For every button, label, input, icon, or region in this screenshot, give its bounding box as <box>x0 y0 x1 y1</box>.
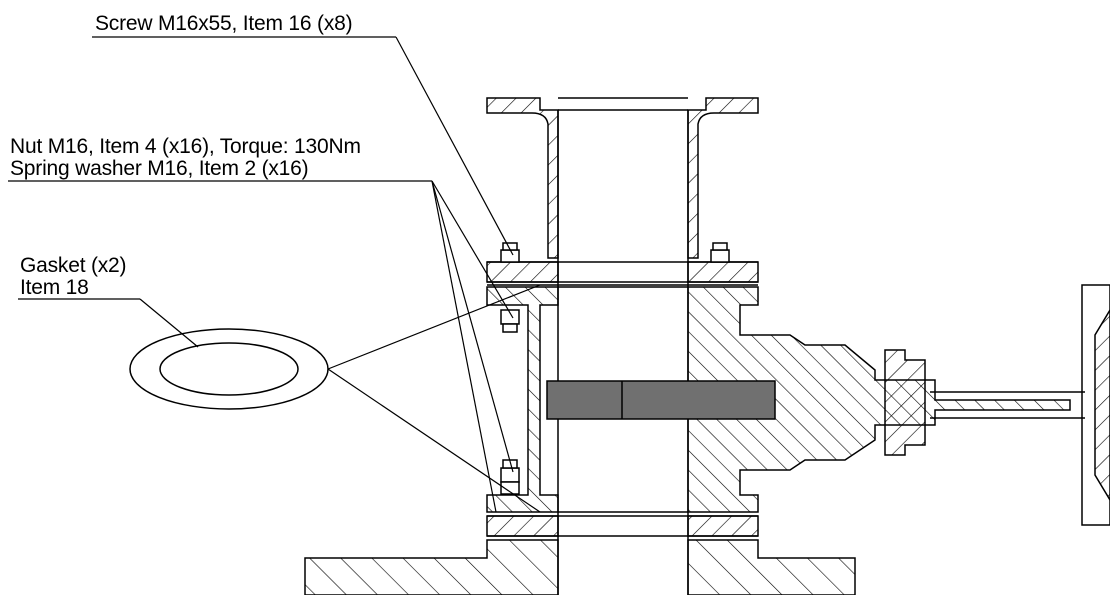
base-pipe <box>304 539 856 595</box>
spindle <box>884 349 1085 456</box>
gasket-ring <box>129 328 329 410</box>
callout-nut: Nut M16, Item 4 (x16), Torque: 130Nm <box>10 135 361 158</box>
callout-spring-washer: Spring washer M16, Item 2 (x16) <box>10 157 309 180</box>
callout-screw: Screw M16x55, Item 16 (x8) <box>95 12 353 35</box>
callout-gasket-item: Item 18 <box>20 276 89 299</box>
handwheel <box>1081 284 1110 526</box>
upper-spool-piece <box>486 97 759 259</box>
callout-gasket-title: Gasket (x2) <box>20 254 127 277</box>
gate-blade <box>546 380 776 420</box>
upper-flange <box>486 261 759 286</box>
leader-lines <box>8 36 541 513</box>
lower-flange <box>486 515 759 537</box>
